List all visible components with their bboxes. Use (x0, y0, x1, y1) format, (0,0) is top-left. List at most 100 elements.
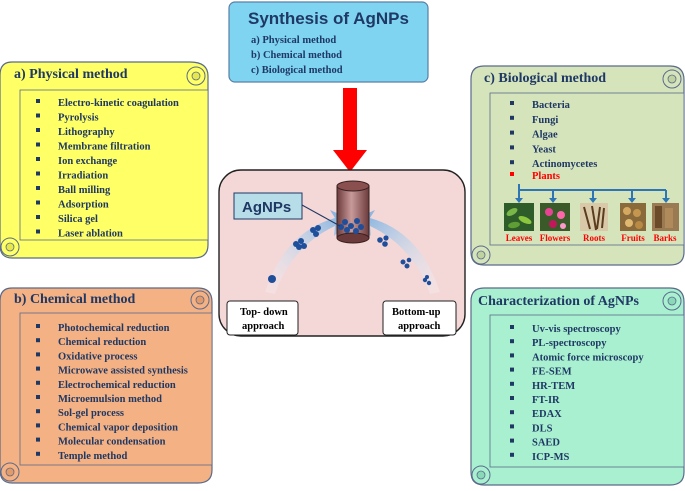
characterization-list-bullet (510, 452, 514, 457)
plant-part-label: Roots (583, 233, 605, 243)
physical-list-item: Lithography (58, 127, 115, 138)
plant-part-label: Leaves (506, 233, 533, 243)
red-down-arrow (333, 88, 367, 172)
characterization-list-item: ICP-MS (532, 452, 569, 463)
biological-list-item: Fungi (532, 115, 558, 126)
characterization-list-bullet (510, 353, 514, 358)
header-item-b: b) Chemical method (251, 50, 342, 61)
physical-list-bullet (36, 200, 40, 205)
agnps-pointer (301, 204, 341, 227)
chemical-list-item: Molecular condensation (58, 437, 166, 448)
agnps-label: AgNPs (242, 199, 291, 216)
chemical-list-item: Microemulsion method (58, 394, 162, 405)
physical-list-item: Irradiation (58, 171, 108, 182)
leaves-image (504, 203, 534, 231)
chemical-list-bullet (36, 423, 40, 428)
chemical-list-bullet (36, 395, 40, 399)
characterization-list-bullet (510, 367, 514, 372)
physical-list-bullet (36, 128, 40, 132)
chemical-list-item: Oxidative process (58, 351, 137, 362)
physical-list-bullet (36, 99, 40, 103)
plant-part-label: Fruits (621, 233, 645, 243)
chemical-list-item: Electrochemical reduction (58, 380, 176, 391)
chemical-title: b) Chemical method (14, 292, 136, 307)
physical-list-item: Pyrolysis (58, 113, 99, 124)
chemical-list-bullet (36, 437, 40, 442)
top-down-box (226, 300, 299, 336)
flowers-image (540, 203, 570, 231)
physical-list-bullet (36, 186, 40, 190)
top-down-line2: approach (242, 321, 285, 332)
chemical-list-bullet (36, 451, 40, 456)
physical-list-bullet (36, 113, 40, 118)
physical-list-item: Laser ablation (58, 229, 123, 240)
chemical-scroll: b) Chemical method Photochemical reducti… (0, 287, 213, 484)
physical-list-bullet (36, 157, 40, 161)
characterization-list-item: EDAX (532, 409, 562, 420)
physical-list-bullet (36, 142, 40, 147)
bottom-up-line2: approach (398, 321, 441, 332)
physical-scroll: a) Physical method Electro-kinetic coagu… (0, 61, 209, 259)
header-item-a: a) Physical method (251, 35, 336, 46)
characterization-title: Characterization of AgNPs (478, 294, 640, 309)
chemical-list-item: Photochemical reduction (58, 323, 170, 334)
characterization-list-item: SAED (532, 438, 560, 449)
chemical-list-item: Microwave assisted synthesis (58, 366, 188, 377)
roots-image (580, 203, 608, 231)
physical-list-item: Membrane filtration (58, 142, 151, 153)
biological-list-item: Bacteria (532, 100, 571, 111)
physical-list-bullet (36, 229, 40, 234)
plants-tree (518, 184, 667, 199)
physical-list-item: Ion exchange (58, 156, 118, 167)
center-panel: AgNPs Top- down approach Bottom-up appro… (218, 169, 466, 337)
characterization-list-item: FE-SEM (532, 367, 572, 378)
characterization-list-bullet (510, 339, 514, 344)
physical-list-item: Electro-kinetic coagulation (58, 98, 179, 109)
plants-bullet (510, 172, 514, 176)
biological-list-bullet (510, 160, 514, 165)
chemical-list-bullet (36, 338, 40, 343)
biological-title: c) Biological method (484, 71, 606, 86)
characterization-list-item: Uv-vis spectroscopy (532, 324, 622, 335)
barks-image (652, 203, 679, 231)
top-down-line1: Top- down (240, 307, 288, 318)
chemical-list-item: Temple method (58, 451, 127, 462)
biological-list-item: Actinomycetes (532, 159, 597, 170)
biological-scroll: c) Biological method BacteriaFungiAlgaeY… (470, 65, 685, 266)
characterization-list-item: DLS (532, 423, 553, 434)
physical-list-item: Ball milling (58, 185, 111, 196)
characterization-list-bullet (510, 396, 514, 400)
physical-list-bullet (36, 215, 40, 219)
physical-list-item: Silica gel (58, 214, 98, 225)
biological-list-item: Algae (532, 130, 558, 141)
physical-list-bullet (36, 171, 40, 176)
chemical-list-item: Chemical reduction (58, 337, 146, 348)
characterization-list-bullet (510, 410, 514, 415)
plant-part-label: Flowers (540, 233, 571, 243)
characterization-list-item: FT-IR (532, 395, 560, 406)
chemical-list-item: Sol-gel process (58, 408, 124, 419)
physical-list-item: Adsorption (58, 200, 109, 211)
characterization-list-bullet (510, 381, 514, 386)
header-item-c: c) Biological method (251, 65, 343, 76)
biological-list-bullet (510, 130, 514, 135)
plant-part-label: Barks (653, 233, 677, 243)
characterization-list-item: HR-TEM (532, 381, 575, 392)
biological-list-bullet (510, 101, 514, 105)
fruits-image (620, 203, 646, 231)
bottom-up-line1: Bottom-up (392, 307, 441, 318)
characterization-list-bullet (510, 438, 514, 443)
biological-list-bullet (510, 145, 514, 150)
characterization-list-bullet (510, 424, 514, 429)
characterization-list-bullet (510, 325, 514, 329)
header-title: Synthesis of AgNPs (248, 9, 409, 28)
chemical-list-item: Chemical vapor deposition (58, 422, 178, 433)
chemical-list-bullet (36, 409, 40, 414)
characterization-scroll: Characterization of AgNPs Uv-vis spectro… (470, 287, 685, 486)
agnps-label-box (233, 192, 303, 220)
agnps-cylinder (336, 180, 370, 244)
biological-list-bullet (510, 115, 514, 120)
characterization-list-item: Atomic force microscopy (532, 352, 644, 363)
chemical-list-bullet (36, 380, 40, 385)
